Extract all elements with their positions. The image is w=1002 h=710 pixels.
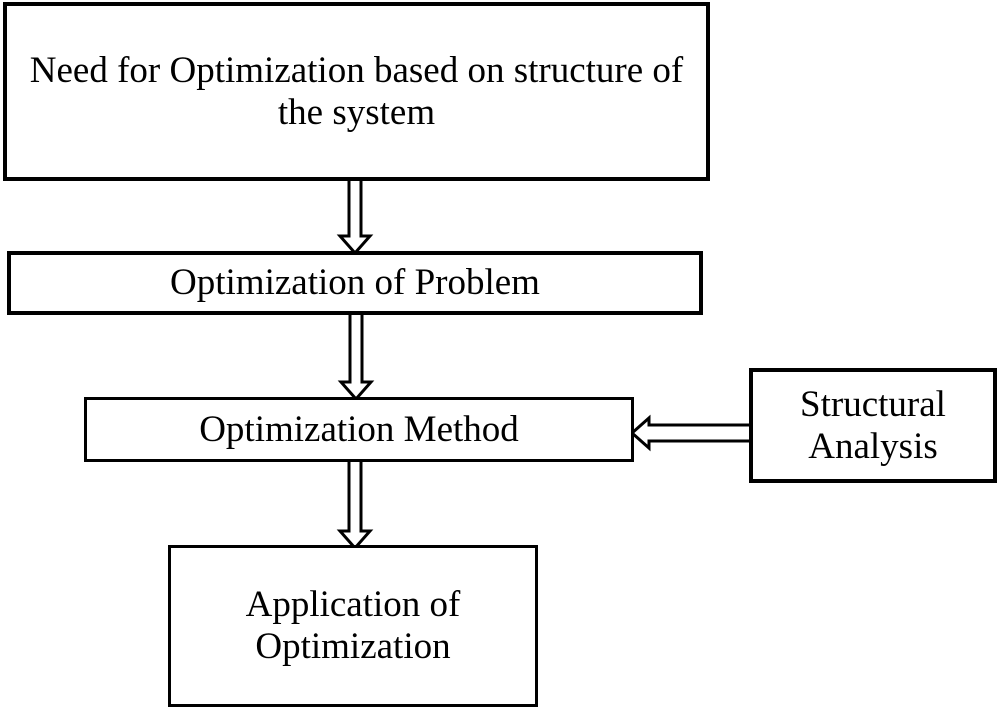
node-optimization-method: Optimization Method xyxy=(84,397,634,462)
arrow-left-structural-to-method-icon xyxy=(629,414,753,452)
arrow-down-need-to-problem-icon xyxy=(336,177,374,256)
node-need-for-optimization: Need for Optimization based on structure… xyxy=(3,2,710,181)
node-application-of-optimization: Application of Optimization xyxy=(168,545,538,707)
node-structural-analysis: Structural Analysis xyxy=(749,368,997,483)
node-optimization-of-problem: Optimization of Problem xyxy=(7,251,703,315)
arrow-down-problem-to-method-icon xyxy=(337,311,375,402)
arrow-down-method-to-application-icon xyxy=(336,458,374,551)
